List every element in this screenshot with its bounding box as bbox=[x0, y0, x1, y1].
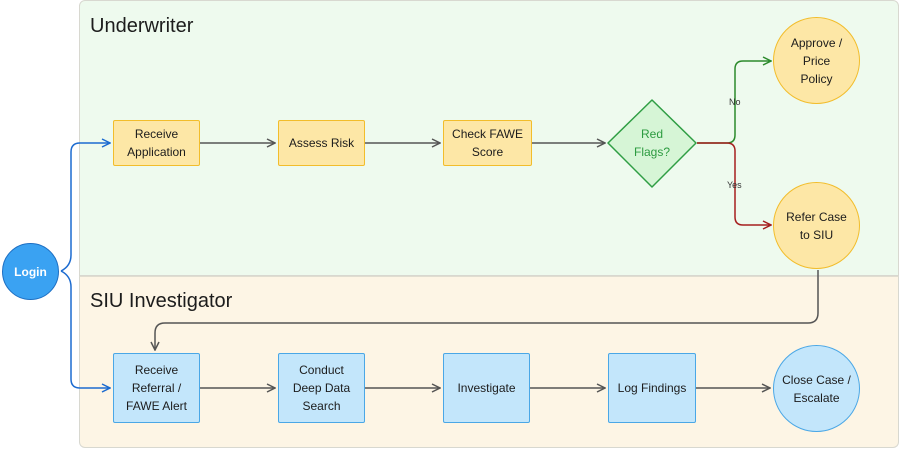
approve-price-policy-node: Approve / Price Policy bbox=[773, 17, 860, 104]
edge-refer-to-receive-referral bbox=[155, 270, 819, 350]
assess-risk-label: Assess Risk bbox=[288, 136, 355, 150]
check-fawe-score-node: Check FAWE Score bbox=[443, 120, 532, 166]
check-fawe-line-1: Check FAWE bbox=[452, 127, 523, 141]
receive-application-line-2: Application bbox=[127, 145, 186, 159]
investigate-node: Investigate bbox=[443, 353, 530, 423]
receive-referral-line-3: FAWE Alert bbox=[126, 399, 187, 413]
deep-search-line-1: Conduct bbox=[299, 363, 344, 377]
edge-login-to-receive-referral bbox=[60, 270, 110, 388]
check-fawe-line-2: Score bbox=[471, 145, 504, 159]
lane-title-siu: SIU Investigator bbox=[90, 290, 233, 312]
red-flags-line-1: Red bbox=[640, 127, 663, 141]
edge-redflags-yes bbox=[697, 142, 771, 225]
edge-label-yes: Yes bbox=[727, 180, 742, 190]
login-node: Login bbox=[2, 243, 59, 300]
close-case-escalate-node: Close Case / Escalate bbox=[773, 345, 860, 432]
assess-risk-node: Assess Risk bbox=[278, 120, 365, 166]
approve-line-1: Approve / bbox=[790, 35, 843, 50]
edge-login-to-receive-application bbox=[60, 143, 110, 272]
refer-case-to-siu-node: Refer Case to SIU bbox=[773, 182, 860, 269]
log-findings-node: Log Findings bbox=[608, 353, 696, 423]
red-flags-line-2: Flags? bbox=[633, 145, 671, 159]
deep-search-line-2: Deep Data bbox=[292, 381, 351, 395]
receive-application-line-1: Receive bbox=[134, 127, 179, 141]
edge-label-no: No bbox=[729, 97, 741, 107]
conduct-deep-data-search-node: Conduct Deep Data Search bbox=[278, 353, 365, 423]
deep-search-line-3: Search bbox=[302, 399, 341, 413]
approve-line-2: Price bbox=[802, 53, 831, 68]
receive-referral-node: Receive Referral / FAWE Alert bbox=[113, 353, 200, 423]
receive-referral-line-2: Referral / bbox=[131, 381, 182, 395]
lane-title-underwriter: Underwriter bbox=[90, 15, 194, 37]
edge-redflags-no bbox=[697, 61, 771, 144]
login-label: Login bbox=[14, 264, 47, 279]
approve-line-3: Policy bbox=[800, 71, 833, 86]
receive-referral-line-1: Receive bbox=[134, 363, 179, 377]
close-case-line-1: Close Case / bbox=[782, 372, 851, 387]
receive-application-node: Receive Application bbox=[113, 120, 200, 166]
refer-case-line-1: Refer Case bbox=[786, 209, 847, 224]
red-flags-decision: Red Flags? bbox=[612, 120, 692, 166]
log-findings-label: Log Findings bbox=[617, 381, 687, 395]
refer-case-line-2: to SIU bbox=[799, 227, 834, 242]
close-case-line-2: Escalate bbox=[793, 390, 840, 405]
decision-diamond-shape bbox=[607, 99, 697, 188]
investigate-label: Investigate bbox=[457, 381, 516, 395]
